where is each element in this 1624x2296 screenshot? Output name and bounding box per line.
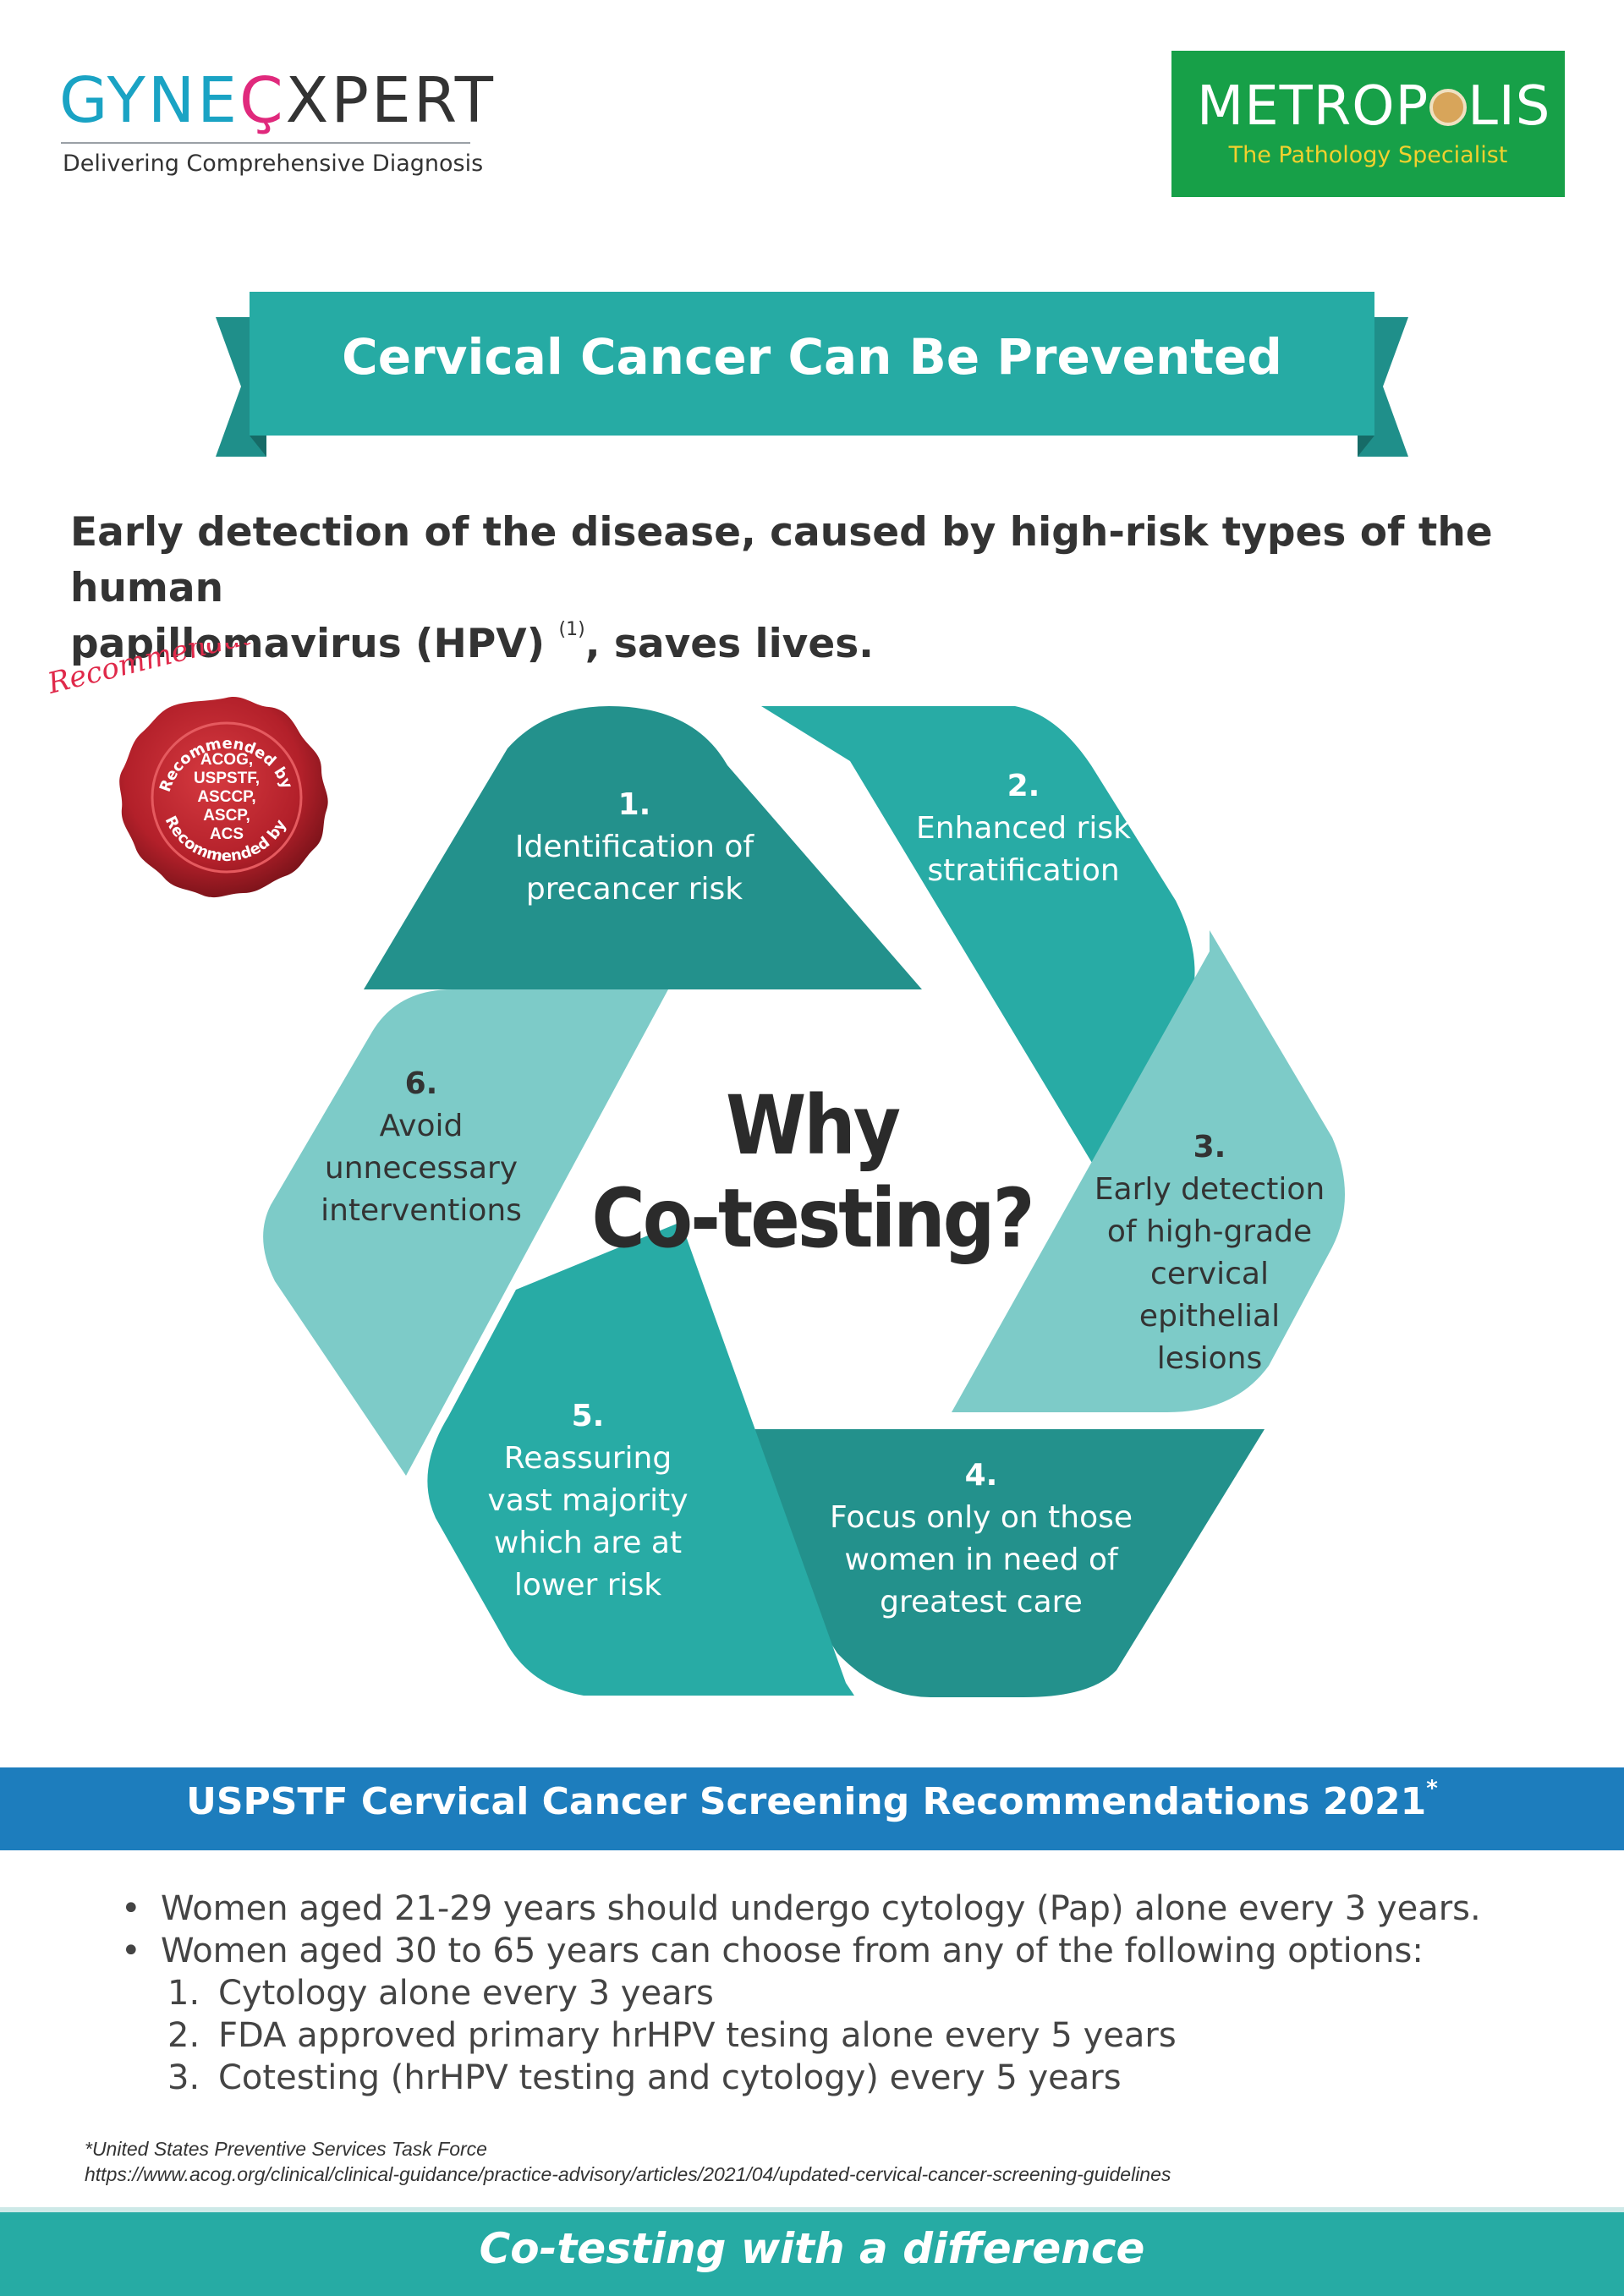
segment-6-line: unnecessary <box>324 1151 518 1186</box>
metropolis-tagline: The Pathology Specialist <box>1228 142 1508 168</box>
center-title-line1: Why <box>725 1078 901 1173</box>
uspstf-title-asterisk: * <box>1426 1776 1438 1801</box>
recommendation-seal: Recommended by Recommended by Recommenda… <box>44 643 328 898</box>
segment-2-line: stratification <box>927 853 1120 888</box>
intro-text: Early detection of the disease, caused b… <box>70 505 1576 672</box>
uspstf-title-text: USPSTF Cervical Cancer Screening Recomme… <box>186 1780 1427 1823</box>
segment-2-number: 2. <box>1007 769 1040 803</box>
intro-line2: papillomavirus (HPV) (1), saves lives. <box>70 616 1576 672</box>
segment-4-text: Focus only on those women in need of gre… <box>795 1497 1167 1624</box>
segment-3-line: epithelial <box>1138 1299 1281 1334</box>
gynexpert-wordmark-part3: XPERT <box>285 64 496 137</box>
seal-body: ACS <box>209 825 244 843</box>
segment-4-line: greatest care <box>880 1585 1083 1619</box>
seal-body: ASCP, <box>203 807 250 825</box>
segment-5-shape <box>427 1222 854 1696</box>
footnote-definition: *United States Preventive Services Task … <box>85 2138 487 2160</box>
segment-3-text: Early detection of high-grade cervical e… <box>1074 1169 1345 1380</box>
segment-1-text: Identification of precancer risk <box>482 826 787 911</box>
footnote-source-url[interactable]: https://www.acog.org/clinical/clinical-g… <box>85 2163 1171 2185</box>
segment-5-line: which are at <box>493 1526 683 1560</box>
gynexpert-logo: GYNEÇXPERT Delivering Comprehensive Diag… <box>59 69 499 179</box>
uspstf-header-bar <box>0 1767 1624 1850</box>
segment-5-line: vast majority <box>487 1483 689 1518</box>
logo-divider <box>61 142 470 144</box>
recommendation-bullet: Women aged 30 to 65 years can choose fro… <box>161 1932 1424 1970</box>
option-text: Cytology alone every 3 years <box>218 1974 714 2013</box>
seal-body: USPSTF, <box>193 770 261 787</box>
segment-4-shape <box>694 1429 1265 1697</box>
segment-5-number: 5. <box>571 1399 605 1433</box>
segment-6-text: Avoid unnecessary interventions <box>294 1105 548 1232</box>
footer-tagline: Co-testing with a difference <box>479 2224 1145 2273</box>
female-symbol-icon: Ç <box>239 64 286 137</box>
seal-bodies: ACOG, USPSTF, ASCCP, ASCP, ACS <box>184 751 269 844</box>
segment-2-text: Enhanced risk stratification <box>871 808 1176 892</box>
segment-5-line: lower risk <box>513 1568 662 1603</box>
gynexpert-wordmark-part1: GYNE <box>59 64 239 137</box>
bullet-marker: • <box>121 1889 141 1928</box>
segment-6-number: 6. <box>404 1066 438 1101</box>
seal-body: ACOG, <box>200 751 254 769</box>
option-number: 3. <box>167 2058 200 2097</box>
option-number: 1. <box>167 1974 200 2013</box>
banner-title: Cervical Cancer Can Be Prevented <box>342 328 1282 386</box>
gynexpert-tagline: Delivering Comprehensive Diagnosis <box>63 151 484 177</box>
recommendation-bullet: Women aged 21-29 years should undergo cy… <box>161 1889 1481 1928</box>
gynexpert-wordmark: GYNEÇXPERT <box>59 69 496 132</box>
segment-6-shape <box>263 989 668 1476</box>
segment-3-line: cervical <box>1150 1257 1269 1291</box>
metropolis-wordmark-part2: LIS <box>1468 75 1551 138</box>
center-title-line2: Co-testing? <box>591 1171 1034 1266</box>
segment-1-line: Identification of <box>514 830 754 864</box>
option-text: FDA approved primary hrHPV tesing alone … <box>218 2016 1177 2055</box>
option-text: Cotesting (hrHPV testing and cytology) e… <box>218 2058 1122 2097</box>
intro-line1: Early detection of the disease, caused b… <box>70 509 1493 611</box>
option-number: 2. <box>167 2016 200 2055</box>
seal-body: ASCCP, <box>197 788 256 806</box>
segment-4-line: Focus only on those <box>830 1500 1133 1535</box>
citation-ref: (1) <box>558 619 585 640</box>
segment-3-line: Early detection <box>1094 1172 1325 1207</box>
segment-2-shape <box>761 706 1195 1175</box>
footer-bar <box>0 2207 1624 2296</box>
segment-3-shape <box>952 930 1345 1412</box>
segment-1-shape <box>364 706 922 989</box>
segment-6-line: interventions <box>321 1193 522 1228</box>
segment-5-line: Reassuring <box>503 1441 672 1476</box>
metropolis-wordmark-part1: METROP <box>1197 75 1429 138</box>
segment-3-line: of high-grade <box>1106 1214 1313 1249</box>
segment-3-line: lesions <box>1156 1341 1263 1376</box>
uspstf-title: USPSTF Cervical Cancer Screening Recomme… <box>0 1778 1624 1823</box>
segment-4-line: women in need of <box>844 1543 1118 1577</box>
bullet-marker: • <box>121 1932 141 1970</box>
segment-1-line: precancer risk <box>525 872 743 907</box>
recommendations-script: Recommendations <box>44 643 314 701</box>
segment-2-line: Enhanced risk <box>916 811 1131 846</box>
cotesting-cycle-diagram <box>263 706 1345 1697</box>
segment-6-line: Avoid <box>379 1109 464 1143</box>
intro-line2-b: , saves lives. <box>584 621 875 667</box>
intro-line2-a: papillomavirus (HPV) <box>70 621 559 667</box>
segment-4-number: 4. <box>964 1458 998 1493</box>
microscope-globe-icon <box>1429 89 1468 126</box>
segment-5-text: Reassuring vast majority which are at lo… <box>461 1438 715 1607</box>
segment-1-number: 1. <box>617 787 651 822</box>
segment-3-number: 3. <box>1193 1130 1226 1164</box>
title-ribbon <box>216 292 1408 457</box>
